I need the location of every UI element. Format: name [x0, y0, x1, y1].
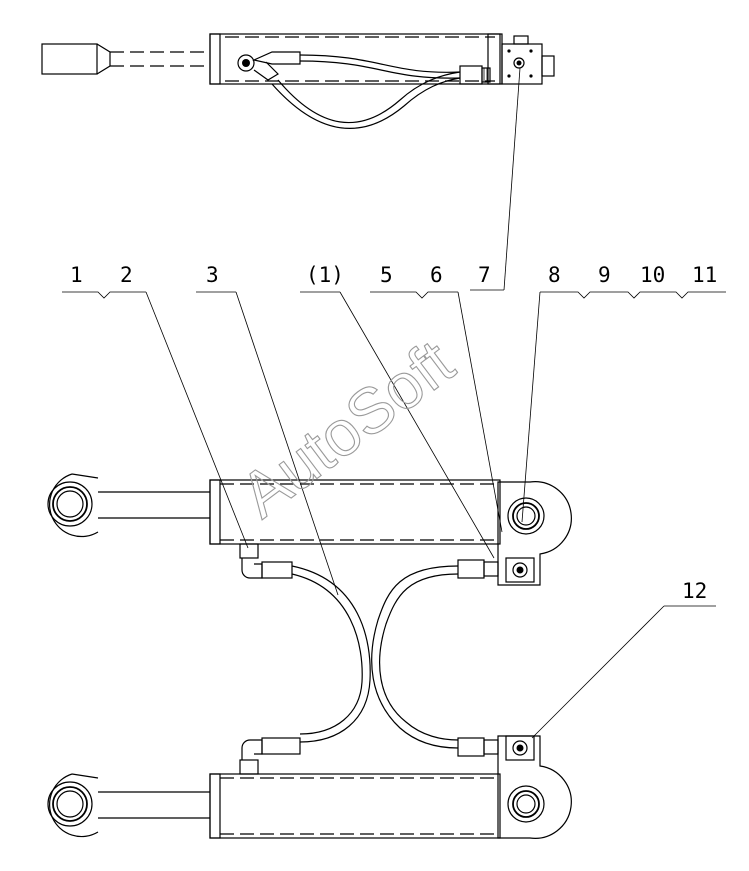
watermark: AutoSoft — [227, 326, 467, 531]
callout-6: 6 — [430, 263, 443, 287]
lower-cylinder — [47, 735, 572, 839]
callout-1-paren: (1) — [306, 263, 344, 287]
callout-10: 10 — [640, 263, 665, 287]
callout-5: 5 — [380, 263, 393, 287]
callout-3: 3 — [206, 263, 219, 287]
top-cylinder-view — [41, 33, 555, 129]
upper-cylinder — [47, 473, 572, 586]
callout-7: 7 — [478, 263, 491, 287]
callout-labels: 1 2 3 (1) 5 6 7 8 9 10 11 12 — [70, 263, 717, 603]
callout-9: 9 — [598, 263, 611, 287]
callout-8: 8 — [548, 263, 561, 287]
crossed-hoses — [291, 565, 459, 749]
callout-11: 11 — [692, 263, 717, 287]
callout-1: 1 — [70, 263, 83, 287]
callout-12: 12 — [682, 579, 707, 603]
callout-2: 2 — [120, 263, 133, 287]
